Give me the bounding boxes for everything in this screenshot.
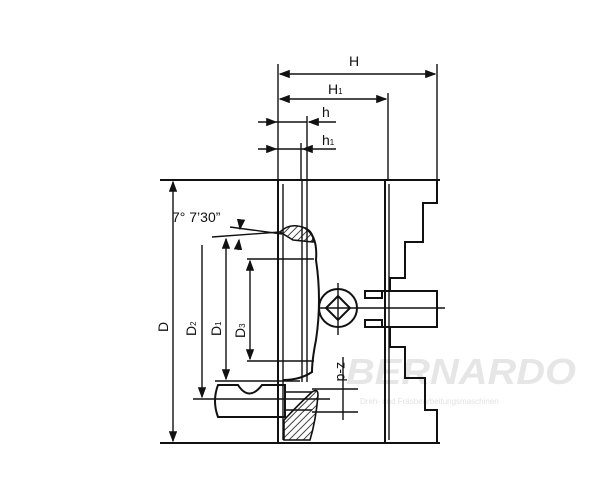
watermark-tagline: Dreh- und Fräsbearbeitungsmaschinen bbox=[360, 397, 499, 406]
sectioned-plate bbox=[278, 224, 320, 441]
label-H: H bbox=[349, 53, 359, 69]
label-angle: 7° 7’30” bbox=[172, 209, 221, 225]
watermark-logo-text: BERNARDO bbox=[346, 351, 576, 392]
label-D2: D2 bbox=[183, 321, 199, 336]
label-h1: h1 bbox=[322, 132, 335, 148]
label-h: h bbox=[322, 104, 330, 120]
dimension-z-d: z-d bbox=[312, 357, 358, 420]
label-H1: H1 bbox=[328, 81, 343, 97]
dimension-D1: D1 bbox=[208, 231, 300, 382]
bolt bbox=[214, 384, 312, 418]
dimension-H1: H1 bbox=[278, 81, 389, 180]
dimension-D3: D3 bbox=[232, 258, 314, 362]
dimension-h1: h1 bbox=[258, 132, 336, 180]
label-D3: D3 bbox=[232, 323, 248, 338]
label-z-d: z-d bbox=[334, 362, 350, 381]
label-D: D bbox=[155, 322, 171, 332]
dimension-D: D bbox=[155, 180, 178, 443]
dimension-H: H bbox=[277, 53, 438, 180]
watermark-logo: BERNARDO Dreh- und Fräsbearbeitungsmasch… bbox=[346, 351, 576, 406]
pinion-square-drive bbox=[318, 283, 358, 335]
chuck-body bbox=[160, 179, 445, 444]
dimension-angle: 7° 7’30” bbox=[172, 209, 283, 251]
label-D1: D1 bbox=[208, 321, 224, 336]
dimension-D2: D2 bbox=[183, 245, 330, 400]
